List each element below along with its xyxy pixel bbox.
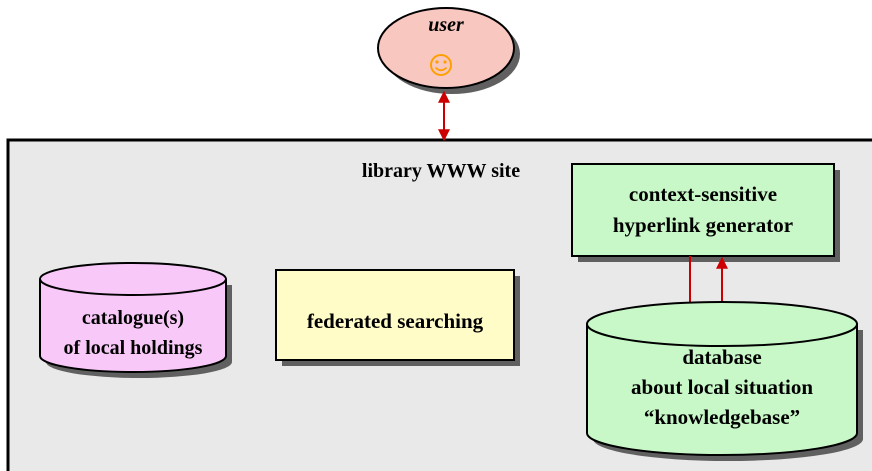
database-top <box>586 301 858 347</box>
user-ellipse <box>377 7 515 89</box>
library-site-label: library WWW site <box>362 160 520 182</box>
catalogue-label-line1: catalogue(s) <box>82 307 184 329</box>
database-body <box>586 324 858 456</box>
database-label-line1: database <box>682 345 761 369</box>
generator-label-line2: hyperlink generator <box>613 213 793 237</box>
catalogue-cylinder: catalogue(s) of local holdings <box>39 262 232 378</box>
hyperlink-generator-box: context-sensitive hyperlink generator <box>571 163 840 262</box>
generator-rect <box>571 163 835 257</box>
catalogue-top <box>39 262 227 296</box>
catalogue-body <box>39 279 227 373</box>
federated-label: federated searching <box>307 309 484 333</box>
catalogue-label-line2: of local holdings <box>64 337 203 359</box>
database-label-line3: “knowledgebase” <box>644 405 800 429</box>
user-node: user <box>377 7 520 94</box>
generator-label-line1: context-sensitive <box>629 182 777 206</box>
user-label: user <box>428 14 464 36</box>
federated-searching-box: federated searching <box>275 269 520 366</box>
smiley-face-icon <box>430 54 452 76</box>
database-cylinder: database about local situation “knowledg… <box>586 301 863 461</box>
federated-rect <box>275 269 515 361</box>
database-label-line2: about local situation <box>631 375 813 399</box>
